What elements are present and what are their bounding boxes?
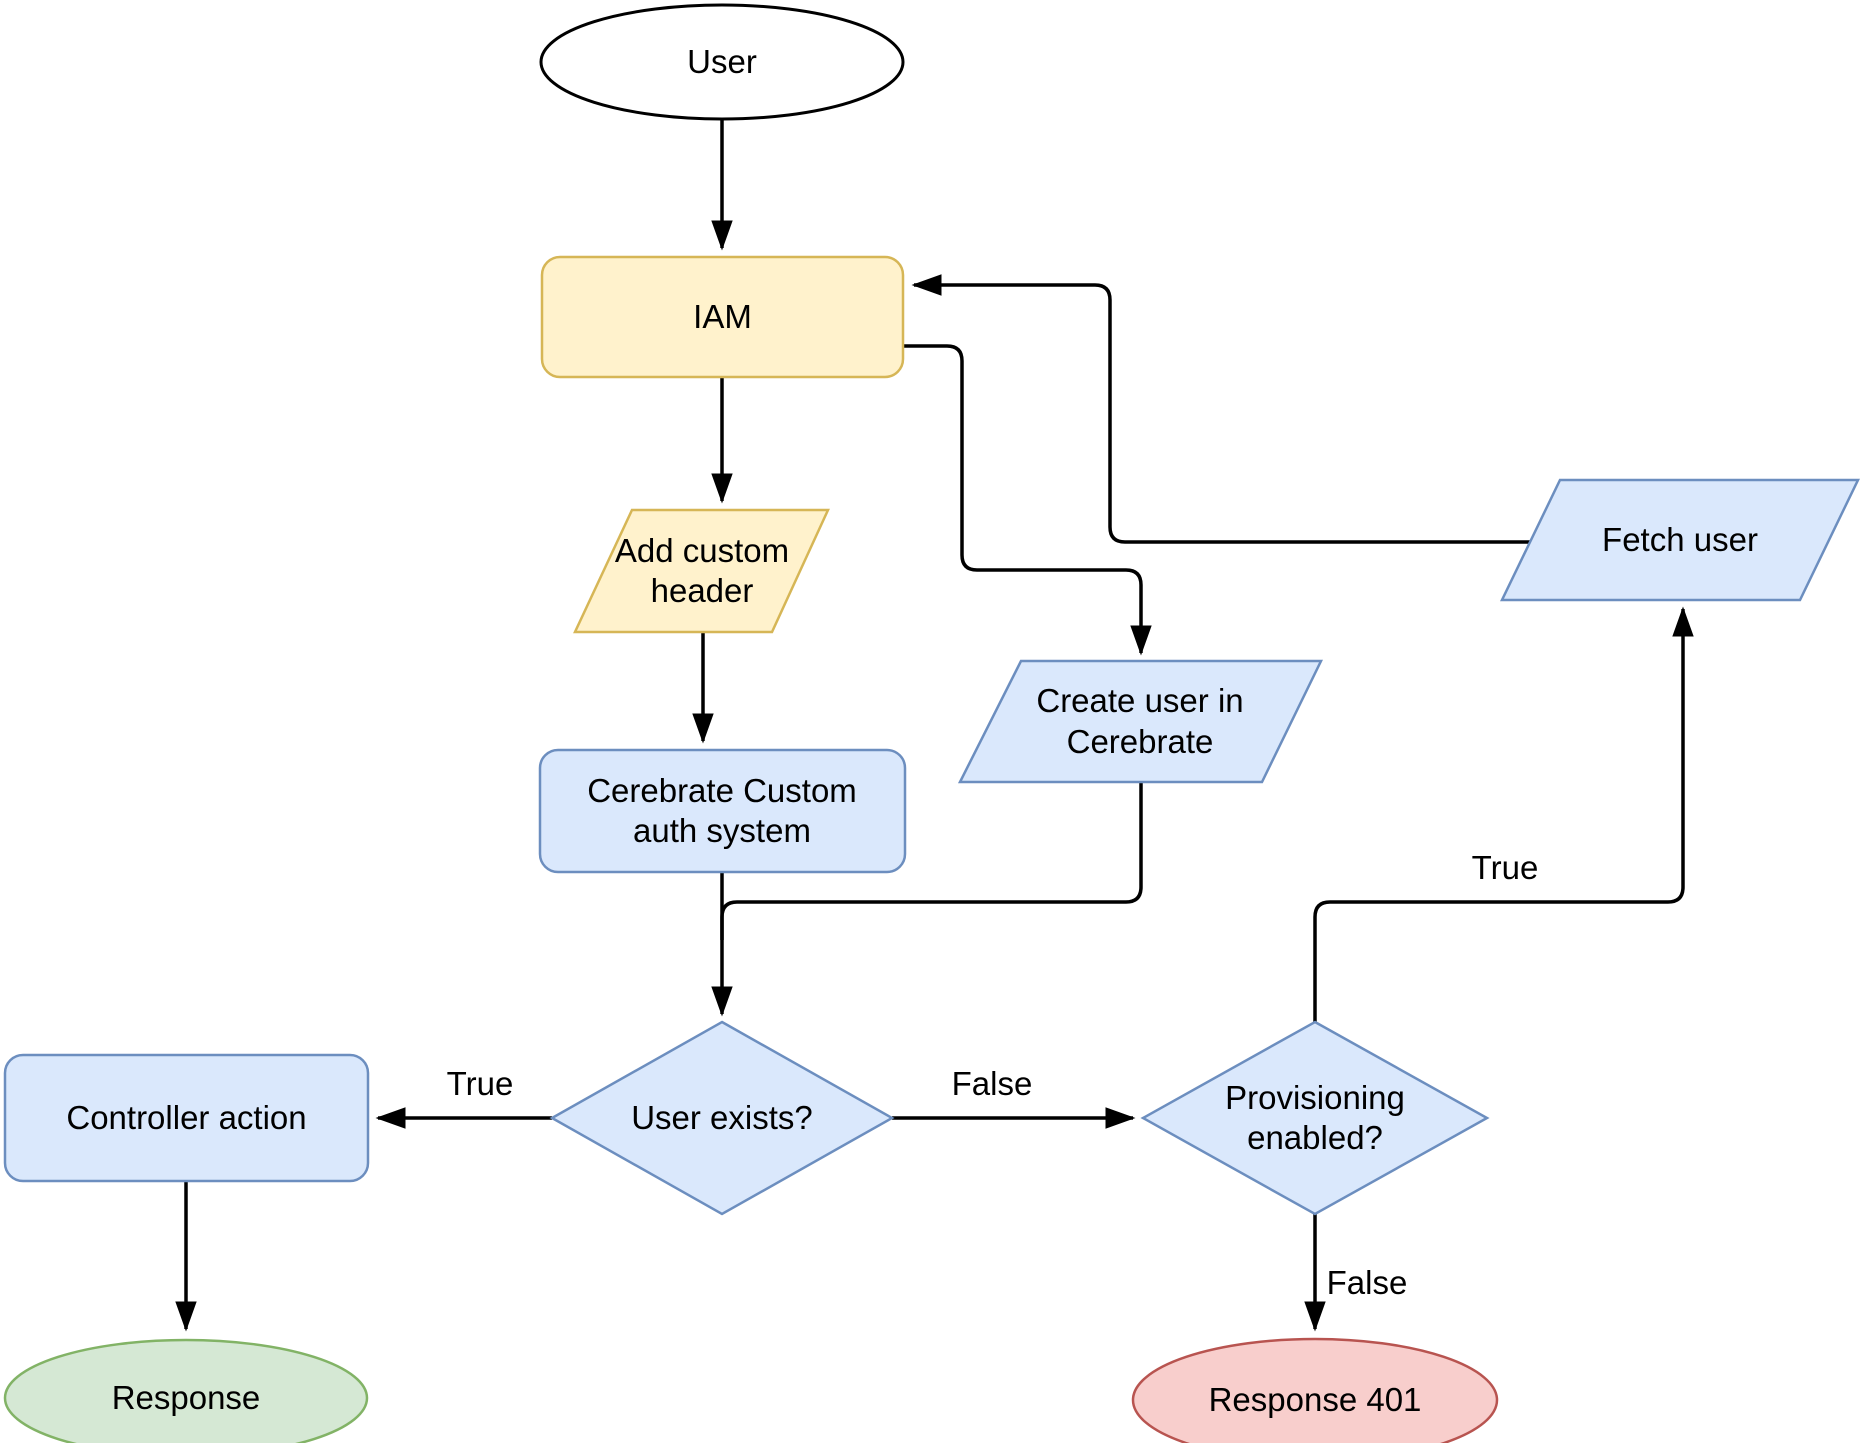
response-node-shape xyxy=(3,1338,369,1443)
fetch-user-node-shape xyxy=(1500,478,1860,602)
edge-provisioning-true-to-fetch-user xyxy=(1313,606,1694,1022)
response-401-node-shape xyxy=(1131,1337,1499,1443)
user-exists-decision-shape xyxy=(549,1020,895,1216)
iam-node-shape xyxy=(540,255,905,379)
edge-create-user-return xyxy=(720,782,1143,940)
add-custom-header-node-shape xyxy=(573,508,830,634)
controller-action-node-shape xyxy=(3,1053,370,1183)
user-node-shape xyxy=(539,3,905,121)
edge-fetch-user-to-iam xyxy=(911,274,1531,544)
provisioning-decision-shape xyxy=(1140,1020,1490,1216)
edge-iam-to-create-user xyxy=(903,344,1152,656)
cerebrate-auth-node-shape xyxy=(538,748,907,874)
create-user-node-shape xyxy=(957,659,1324,784)
